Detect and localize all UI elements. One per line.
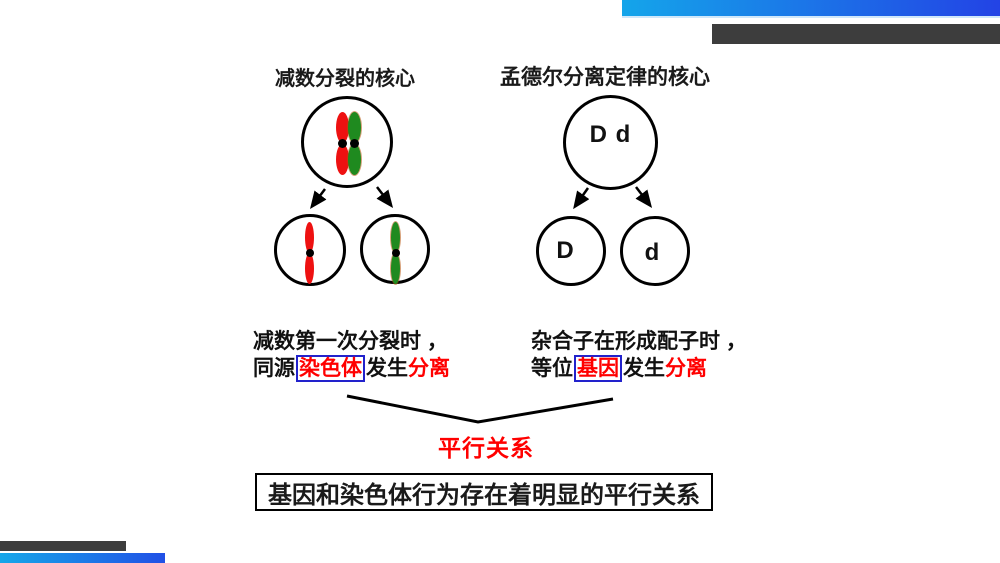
red-chromosome-pair (336, 112, 349, 175)
mendel-caption-line1: 杂合子在形成配子时 ， (531, 330, 747, 353)
chromosome-arm (348, 112, 361, 143)
chromosome-arm (336, 144, 349, 175)
red-chromosome (305, 222, 314, 284)
centromere-dot (350, 139, 359, 148)
meiosis-parent-cell-circle (301, 96, 393, 188)
caption-prefix: 同源 (253, 357, 295, 380)
emphasized-term-segregation: 分离 (408, 357, 450, 380)
gamete-allele-label-D: D (556, 237, 574, 264)
mendel-parent-cell-circle (563, 95, 658, 190)
top-right-blue-accent-bar (622, 0, 1000, 18)
chromosome-arm (305, 253, 314, 284)
caption-middle: 发生 (623, 357, 665, 380)
meiosis-caption-line2: 同源染色体发生分离 (253, 355, 450, 382)
meiosis-arrow-right (376, 186, 394, 208)
mendel-caption-line2: 等位基因发生分离 (531, 355, 747, 382)
caption-prefix: 等位 (531, 357, 573, 380)
gamete-allele-label-d: d (644, 239, 660, 266)
mendel-arrow-right (635, 186, 653, 208)
chromosome-arm (391, 222, 400, 253)
meiosis-caption: 减数第一次分裂时 ， 同源染色体发生分离 (253, 328, 450, 382)
bottom-left-gray-accent-bar (0, 541, 126, 551)
left-panel-title: 减数分裂的核心 (275, 68, 415, 90)
mendel-arrow-left (573, 187, 590, 210)
chromosome-arm (336, 112, 349, 143)
conclusion-text: 基因和染色体行为存在着明显的平行关系 (268, 481, 700, 509)
mendel-caption: 杂合子在形成配子时 ， 等位基因发生分离 (531, 328, 747, 382)
top-right-gray-accent-bar (712, 24, 1000, 44)
centromere-dot (338, 139, 347, 148)
chromosome-arm (305, 222, 314, 253)
boxed-term-chromosome: 染色体 (296, 355, 365, 382)
centromere-dot (305, 249, 314, 257)
parallel-relation-label: 平行关系 (438, 435, 534, 461)
bottom-left-blue-accent-bar (0, 553, 165, 563)
mendel-gamete-circle-d (620, 216, 690, 286)
right-panel-title: 孟德尔分离定律的核心 (500, 66, 710, 89)
emphasized-term-segregation: 分离 (665, 357, 707, 380)
converging-v-lines (346, 394, 614, 424)
boxed-term-gene: 基因 (574, 355, 622, 382)
conclusion-box: 基因和染色体行为存在着明显的平行关系 (255, 473, 713, 511)
centromere-dot (391, 249, 400, 257)
parent-genotype-label: D d (589, 121, 632, 148)
green-chromosome (391, 222, 400, 284)
meiosis-caption-line1: 减数第一次分裂时 ， (253, 330, 448, 353)
mendel-gamete-circle-D (536, 216, 606, 286)
chromosome-arm (348, 144, 361, 175)
green-chromosome-pair (348, 112, 361, 175)
caption-middle: 发生 (366, 357, 408, 380)
meiosis-arrow-left (310, 188, 327, 209)
chromosome-arm (391, 253, 400, 284)
